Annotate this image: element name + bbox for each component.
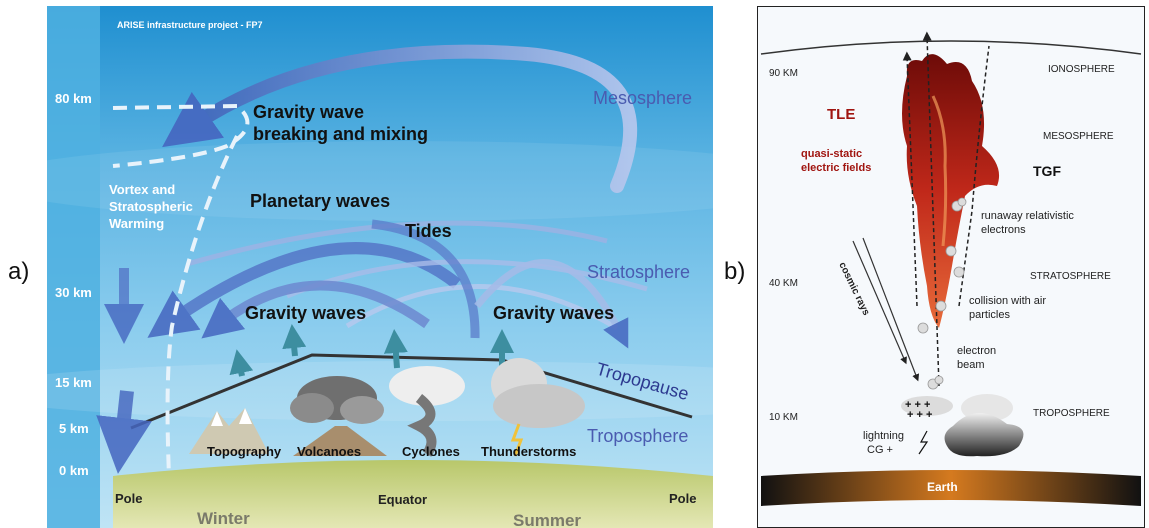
topography-illustration — [189, 408, 269, 454]
panel-a-atmosphere-diagram: ARISE infrastructure project - FP7 80 km… — [47, 6, 713, 528]
gravity-waves-left-label: Gravity waves — [245, 303, 366, 323]
earth-label: Earth — [927, 480, 958, 494]
altitude-40km: 40 KM — [769, 278, 798, 289]
collision-line2: particles — [969, 309, 1010, 321]
project-header: ARISE infrastructure project - FP7 — [117, 20, 263, 30]
vortex-line1: Vortex and — [109, 182, 175, 197]
gravity-waves-right-label: Gravity waves — [493, 303, 614, 323]
layer-troposphere-b: TROPOSPHERE — [1033, 408, 1110, 419]
layer-stratosphere: Stratosphere — [587, 262, 690, 282]
collision-line1: collision with air — [969, 295, 1046, 307]
pole-right-label: Pole — [669, 491, 696, 506]
cyclone-illustration — [389, 366, 465, 457]
panel-b-svg: + + + + + + 90 KM 40 KM 10 KM IONOSPHERE… — [757, 6, 1145, 528]
quasi-static-line1: quasi-static — [801, 148, 862, 160]
source-cyclones: Cyclones — [402, 444, 460, 459]
layer-mesosphere-b: MESOSPHERE — [1043, 131, 1114, 142]
altitude-5km: 5 km — [59, 421, 89, 436]
lightning-line2: CG + — [867, 444, 893, 456]
tgf-label: TGF — [1033, 163, 1061, 179]
svg-text:+ + +: + + + — [907, 409, 932, 421]
altitude-15km: 15 km — [55, 375, 92, 390]
svg-text:+ + +: + + + — [905, 399, 930, 411]
source-volcanoes: Volcanoes — [297, 444, 361, 459]
gw-breaking-line2: breaking and mixing — [253, 124, 428, 144]
electron-beam-line2: beam — [957, 359, 985, 371]
runaway-line1: runaway relativistic — [981, 210, 1074, 222]
winter-label: Winter — [197, 509, 250, 528]
altitude-0km: 0 km — [59, 463, 89, 478]
vortex-line2: Stratospheric — [109, 199, 193, 214]
thunderstorm-illustration — [491, 358, 585, 457]
summer-label: Summer — [513, 511, 581, 528]
pole-left-label: Pole — [115, 491, 142, 506]
lightning-line1: lightning — [863, 430, 904, 442]
layer-troposphere: Troposphere — [587, 426, 688, 446]
layer-ionosphere: IONOSPHERE — [1048, 64, 1115, 75]
vortex-line3: Warming — [109, 216, 164, 231]
tides-label: Tides — [405, 221, 452, 241]
layer-stratosphere-b: STRATOSPHERE — [1030, 271, 1111, 282]
equator-label: Equator — [378, 492, 427, 507]
tle-label: TLE — [827, 106, 855, 123]
altitude-10km: 10 KM — [769, 412, 798, 423]
source-thunderstorms: Thunderstorms — [481, 444, 576, 459]
volcano-illustration — [290, 376, 387, 456]
altitude-80km: 80 km — [55, 91, 92, 106]
layer-mesosphere: Mesosphere — [593, 88, 692, 108]
altitude-30km: 30 km — [55, 285, 92, 300]
electron-beam-line1: electron — [957, 345, 996, 357]
runaway-line2: electrons — [981, 224, 1026, 236]
quasi-static-line2: electric fields — [801, 162, 871, 174]
panel-b-tle-diagram: + + + + + + 90 KM 40 KM 10 KM IONOSPHERE… — [757, 6, 1145, 528]
planetary-waves-label: Planetary waves — [250, 191, 390, 211]
gw-breaking-line1: Gravity wave — [253, 102, 364, 122]
altitude-90km: 90 KM — [769, 68, 798, 79]
source-topography: Topography — [207, 444, 282, 459]
panel-b-label: b) — [724, 258, 746, 285]
panel-a-svg: ARISE infrastructure project - FP7 80 km… — [47, 6, 713, 528]
panel-a-label: a) — [8, 258, 30, 285]
